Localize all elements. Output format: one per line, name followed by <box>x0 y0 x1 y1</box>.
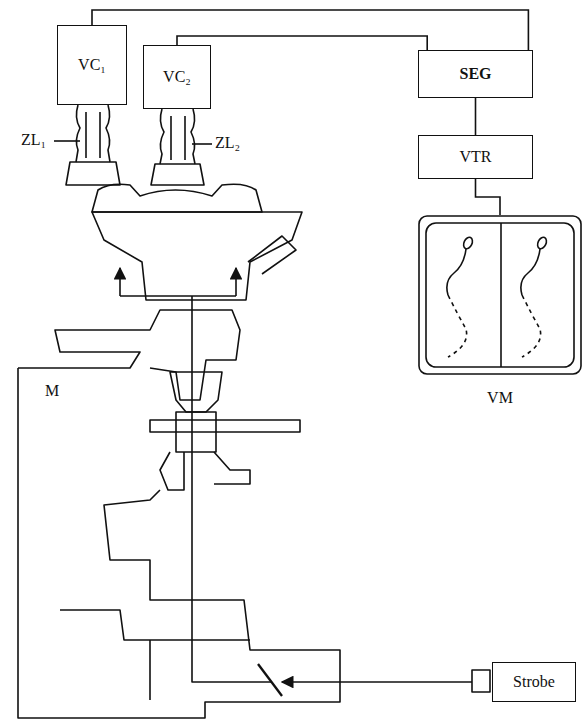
node-label: Strobe <box>511 673 557 691</box>
strobe-beam <box>282 681 472 683</box>
sperm-tail <box>521 249 540 295</box>
microscope-body <box>18 368 340 718</box>
node-label: SEG <box>457 65 493 83</box>
microscope-arm <box>18 310 240 400</box>
node-label: VTR <box>458 148 494 166</box>
microscope-base <box>60 610 250 700</box>
sperm-track <box>522 295 541 357</box>
stage-knob <box>160 452 250 490</box>
light-path <box>120 295 236 297</box>
strobe-lamp <box>472 670 490 692</box>
node-label: VC₁ <box>76 56 108 74</box>
sperm-head <box>462 236 474 250</box>
camera-adapter <box>151 164 204 185</box>
monitor-case <box>419 216 581 374</box>
stage <box>150 412 300 452</box>
camera-adapter <box>66 162 120 185</box>
microscope-head <box>92 212 302 300</box>
light-path <box>192 296 272 682</box>
mirror <box>258 664 282 696</box>
part-label: M <box>44 382 60 400</box>
light-path <box>119 268 121 296</box>
light-path <box>235 268 237 296</box>
signal-cable <box>476 179 501 215</box>
nosepiece <box>170 372 222 412</box>
signal-cable <box>177 36 427 50</box>
leader-line <box>54 140 80 142</box>
node-label: VM <box>485 389 515 407</box>
camera-box: VC₂ <box>143 45 211 109</box>
sperm-head <box>536 236 548 250</box>
node-label: VC₂ <box>161 68 193 86</box>
sperm-tail <box>447 249 466 295</box>
signal-cable <box>475 98 477 135</box>
monitor-screen <box>426 223 574 367</box>
signal-cable <box>92 10 528 50</box>
screen-divider <box>500 223 502 367</box>
eyepiece <box>248 236 296 274</box>
sperm-track <box>448 295 467 357</box>
generator-box: SEG <box>418 50 533 98</box>
part-label: ZL₁ <box>20 131 47 149</box>
microscope-head <box>92 184 262 212</box>
recorder-box: VTR <box>418 135 533 179</box>
part-label: ZL₂ <box>214 134 241 152</box>
camera-box: VC₁ <box>57 25 127 105</box>
monitor-outline <box>418 215 582 379</box>
strobe-box: Strobe <box>492 662 576 702</box>
zoom-lens <box>76 105 110 162</box>
video-monitor: VM <box>418 215 582 407</box>
zoom-lens <box>160 109 195 164</box>
leader-line <box>192 143 212 145</box>
